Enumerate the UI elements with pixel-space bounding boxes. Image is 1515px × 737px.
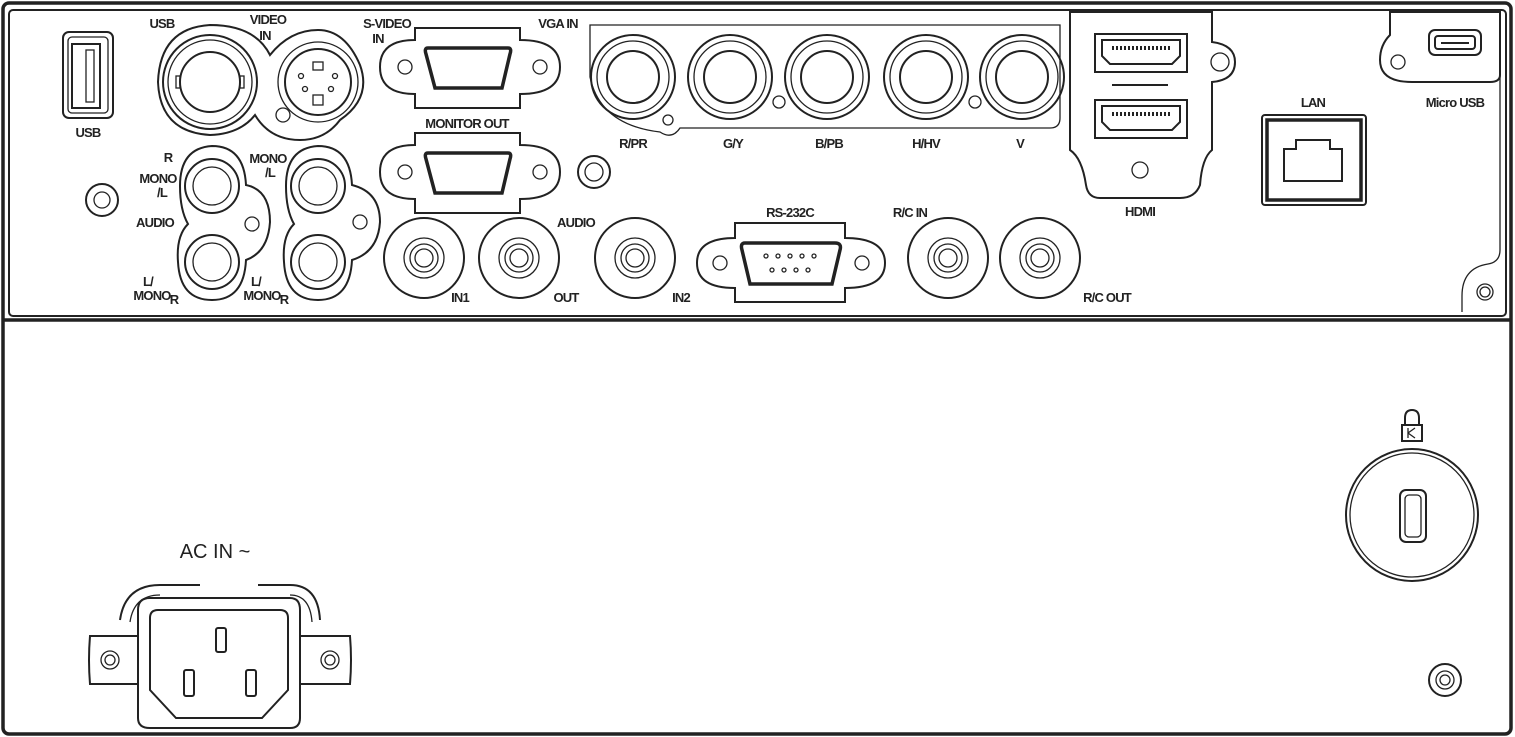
s-video-label: S-VIDEO (363, 16, 412, 31)
rs232c-label: RS-232C (766, 205, 815, 220)
audio-in2-jack[interactable] (594, 217, 676, 299)
rs232c-port[interactable] (695, 222, 887, 303)
usb-a-port[interactable] (62, 31, 114, 119)
out-label: OUT (553, 290, 579, 305)
bnc-b-pb[interactable] (784, 34, 870, 120)
g-y-label: G/Y (723, 136, 744, 151)
s-video-label-2: IN (372, 31, 384, 46)
v-label: V (1016, 136, 1025, 151)
rc-in-jack[interactable] (907, 217, 989, 299)
hdmi-port-1[interactable] (1094, 33, 1188, 73)
rc-in-label: R/C IN (893, 205, 928, 220)
kensington-lock-icon (1401, 408, 1423, 442)
micro-usb-label: Micro USB (1426, 95, 1485, 110)
vga-in-label: VGA IN (538, 16, 578, 31)
kensington-security-slot[interactable] (1345, 448, 1479, 582)
audio-mono-label-2: /L (157, 185, 168, 200)
monitor-out-label: MONITOR OUT (425, 116, 509, 131)
rc-out-jack[interactable] (999, 217, 1081, 299)
rc-out-label: R/C OUT (1083, 290, 1132, 305)
ac-in-label: AC IN ~ (180, 541, 251, 563)
audio-l-r-label: R (170, 292, 180, 307)
bnc-r-pr[interactable] (590, 34, 676, 126)
s-video-in-port[interactable] (275, 41, 359, 123)
in2-label: IN2 (672, 290, 690, 305)
lan-port[interactable] (1261, 114, 1367, 206)
audio-label: AUDIO (136, 215, 175, 230)
bnc-g-y[interactable] (687, 34, 786, 120)
video-usb-label: USB (149, 16, 174, 31)
b-pb-label: B/PB (815, 136, 843, 151)
lan-label: LAN (1301, 95, 1326, 110)
audio2-mono-label: MONO (249, 151, 287, 166)
hdmi-panel (1069, 11, 1237, 199)
micro-usb-port[interactable] (1428, 29, 1482, 56)
hdmi-port-2[interactable] (1094, 99, 1188, 139)
audio-l-mono-label: MONO (133, 288, 171, 303)
audio-in-1-rca-pair[interactable] (176, 144, 272, 302)
screw (85, 183, 119, 217)
video-in-label-2: IN (259, 28, 271, 43)
audio2-l-mono-label: MONO (243, 288, 281, 303)
audio-mono-label: MONO (139, 171, 177, 186)
audio-in-2-rca-pair[interactable] (282, 144, 382, 302)
audio-out-label: AUDIO (557, 215, 596, 230)
screw (1476, 283, 1494, 301)
video-in-bnc[interactable] (156, 23, 365, 142)
vga-in-port[interactable] (378, 27, 562, 109)
usb-a-label: USB (75, 125, 100, 140)
video-in-label: VIDEO (250, 12, 287, 27)
in1-label: IN1 (451, 290, 469, 305)
hdmi-label: HDMI (1125, 204, 1155, 219)
r-pr-label: R/PR (619, 136, 648, 151)
micro-usb-panel (1378, 11, 1501, 83)
audio2-l-label: L/ (251, 274, 262, 289)
bnc-v[interactable] (979, 34, 1065, 120)
h-hv-label: H/HV (912, 136, 941, 151)
monitor-out-port[interactable] (378, 132, 562, 214)
audio2-l-r-label: R (280, 292, 290, 307)
screw (1428, 663, 1462, 697)
ac-power-inlet[interactable] (88, 584, 352, 729)
audio-in1-jack[interactable] (383, 217, 465, 299)
audio2-mono-label-2: /L (265, 165, 276, 180)
audio-out-jack[interactable] (478, 217, 560, 299)
audio-r-label: R (164, 150, 174, 165)
bnc-h-hv[interactable] (883, 34, 982, 120)
screw (577, 155, 611, 189)
audio-l-label: L/ (143, 274, 154, 289)
